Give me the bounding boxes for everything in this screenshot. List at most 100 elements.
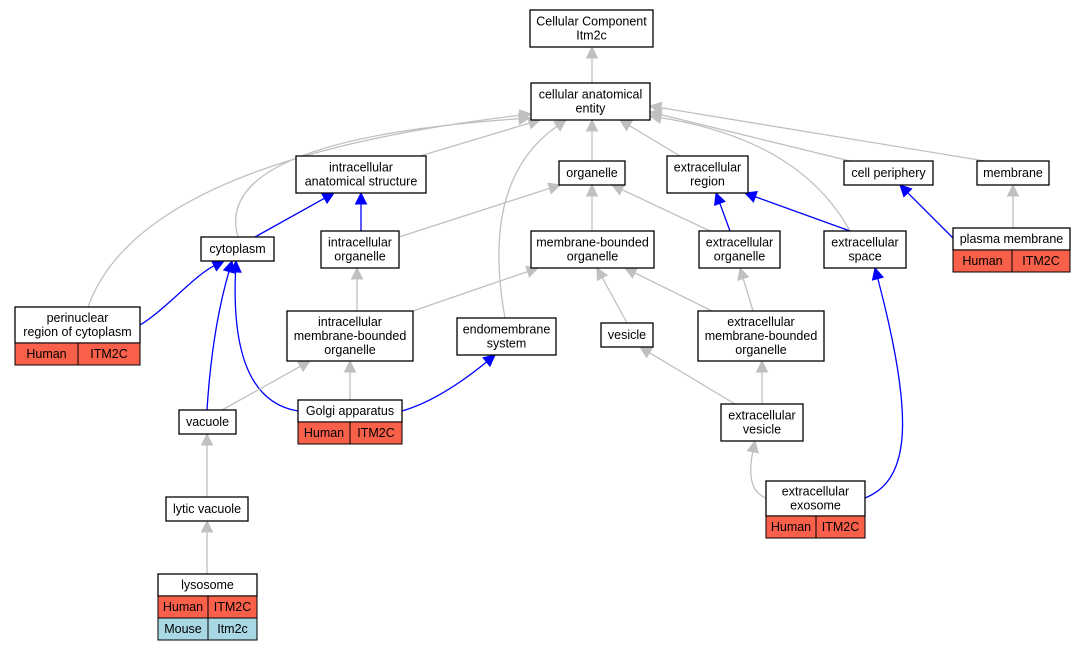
node-lytic-vacuole[interactable]: lytic vacuole (165, 496, 249, 522)
node-label-line: vesicle (608, 328, 646, 342)
gene-cell (77, 342, 141, 366)
edge-line (139, 265, 215, 326)
edge-line (634, 272, 713, 312)
is-a-arrowhead (610, 184, 626, 196)
node-label-line: organelle (566, 166, 617, 180)
node-box (320, 230, 400, 269)
edge-line (719, 203, 731, 232)
node-label-line: extracellular (674, 161, 741, 175)
node-label-line: intracellular (328, 236, 392, 250)
node-box (765, 480, 866, 517)
annotation-row-human: Human ITM2C (297, 421, 403, 445)
node-box (843, 160, 934, 186)
node-cytoplasm[interactable]: cytoplasm (200, 236, 275, 262)
node-label-line: membrane-bounded (294, 329, 407, 343)
edge-line (419, 122, 530, 157)
gene-cell (349, 421, 403, 445)
node-label-line: perinuclear (47, 311, 109, 325)
node-label-line: Cellular Component (536, 15, 647, 29)
edge-extracellular-region-to-cellular-anatomical-entity (619, 119, 681, 157)
is-a-arrowhead (648, 101, 663, 115)
edge-line (401, 361, 487, 412)
node-box (456, 317, 557, 356)
species-label: Human (304, 426, 344, 440)
gene-cell (815, 515, 866, 539)
is-a-arrowhead (1006, 183, 1020, 197)
part-of-arrowhead (743, 190, 758, 203)
node-cell-periphery[interactable]: cell periphery (843, 160, 934, 186)
node-vacuole[interactable]: vacuole (178, 409, 237, 435)
node-box (823, 230, 907, 269)
edge-line (629, 125, 681, 157)
node-organelle[interactable]: organelle (558, 160, 626, 186)
edge-vesicle-to-membrane-bounded-organelle (596, 267, 628, 324)
edge-line (412, 270, 528, 312)
gene-label: ITM2C (357, 426, 395, 440)
is-a-arrowhead (585, 118, 599, 132)
edge-plasma-membrane-to-membrane (1006, 183, 1020, 228)
node-label-line: organelle (714, 250, 765, 264)
edge-line (660, 107, 986, 162)
node-membrane[interactable]: membrane (976, 160, 1050, 186)
is-a-arrowhead (343, 359, 357, 373)
edge-extracellular-space-to-cellular-anatomical-entity (648, 111, 851, 232)
species-label: Mouse (164, 622, 202, 636)
node-label-line: vesicle (743, 423, 781, 437)
edge-intracellular-organelle-to-organelle (398, 182, 562, 238)
edge-line (864, 278, 904, 499)
edge-line (87, 114, 521, 308)
node-box (720, 403, 804, 442)
node-label-line: organelle (735, 343, 786, 357)
node-box (600, 322, 654, 348)
node-box (200, 236, 275, 262)
node-label-line: membrane (983, 166, 1043, 180)
node-box (530, 82, 651, 121)
node-box (529, 9, 654, 48)
edge-perinuclear-region-to-cytoplasm (139, 260, 226, 326)
part-of-arrowhead (871, 266, 885, 281)
node-label-line: region (690, 175, 725, 189)
node-vesicle[interactable]: vesicle (600, 322, 654, 348)
edge-membrane-bounded-organelle-to-organelle (585, 183, 599, 231)
edge-line (660, 113, 851, 162)
part-of-arrowhead (714, 191, 726, 206)
edge-line (621, 189, 711, 232)
is-a-arrowhead (585, 183, 599, 197)
node-box (286, 310, 414, 362)
edge-perinuclear-region-to-cellular-anatomical-entity (87, 109, 533, 308)
edge-membrane-to-cellular-anatomical-entity (648, 101, 986, 162)
edge-golgi-apparatus-to-intracellular-membrane-bounded-organelle (343, 359, 357, 400)
node-label-line: extracellular (706, 236, 773, 250)
gene-label: ITM2C (90, 347, 128, 361)
gene-cell (1011, 249, 1071, 273)
is-a-arrowhead (585, 45, 599, 59)
node-box (976, 160, 1050, 186)
node-label-line: Golgi apparatus (306, 404, 394, 418)
part-of-arrowhead (482, 354, 496, 368)
node-box (14, 306, 141, 344)
edge-line (234, 271, 299, 412)
edge-extracellular-exosome-to-extracellular-vesicle (746, 439, 767, 499)
edge-cellular-anatomical-entity-to-cellular-component (585, 45, 599, 83)
edge-line (206, 271, 230, 411)
